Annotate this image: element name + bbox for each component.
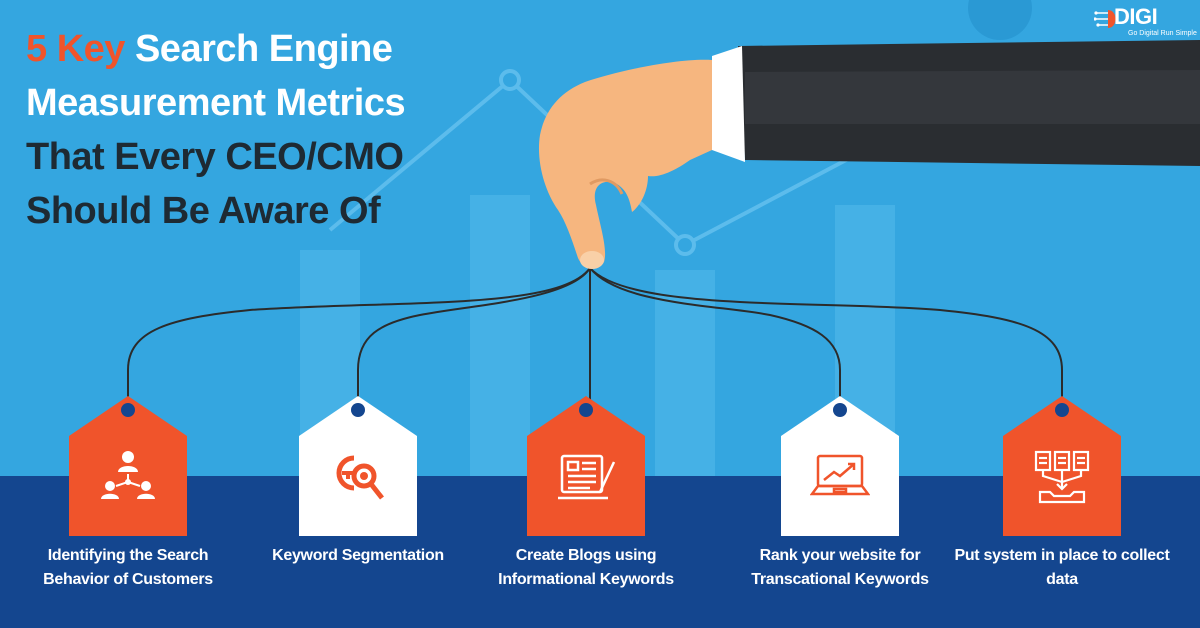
metric-tag-2: [299, 396, 417, 536]
title-line4: Should Be Aware Of: [26, 190, 381, 232]
title-line1: Search Engine: [124, 28, 393, 70]
title-line2: Measurement Metrics: [26, 82, 406, 124]
metric-label-2: Keyword Segmentation: [272, 547, 444, 564]
logo-tagline: Go Digital Run Simple: [1128, 30, 1197, 37]
metric-tag-4: [781, 396, 899, 536]
metric-label-3: Create Blogs using Informational Keyword…: [498, 547, 674, 588]
suit-sleeve: [712, 40, 1200, 166]
customer-network-icon: [101, 451, 155, 499]
metric-label-4: Rank your website for Transcational Keyw…: [751, 547, 929, 588]
metric-label-5: Put system in place to collect data: [954, 547, 1170, 588]
metric-label-1: Identifying the Search Behavior of Custo…: [43, 547, 213, 588]
hanging-strings: [127, 267, 1063, 400]
circuit-icon: [1094, 10, 1116, 28]
metric-tag-5: [1003, 396, 1121, 536]
brand-logo: DIGI Go Digital Run Simple: [1094, 4, 1198, 48]
data-collection-icon: [1034, 450, 1090, 504]
blog-writing-icon: [558, 454, 616, 500]
metric-tag-3: [527, 396, 645, 536]
hand-illustration: [538, 59, 712, 269]
laptop-ranking-icon: [810, 454, 870, 496]
title-line3: That Every CEO/CMO: [26, 136, 404, 178]
logo-word: DIGI: [1114, 4, 1158, 29]
title-accent: 5 Key: [26, 28, 125, 70]
metric-tag-1: [69, 396, 187, 536]
page-title: 5 Key Search Engine Measurement Metrics …: [26, 22, 406, 238]
key-search-icon: [336, 455, 384, 500]
